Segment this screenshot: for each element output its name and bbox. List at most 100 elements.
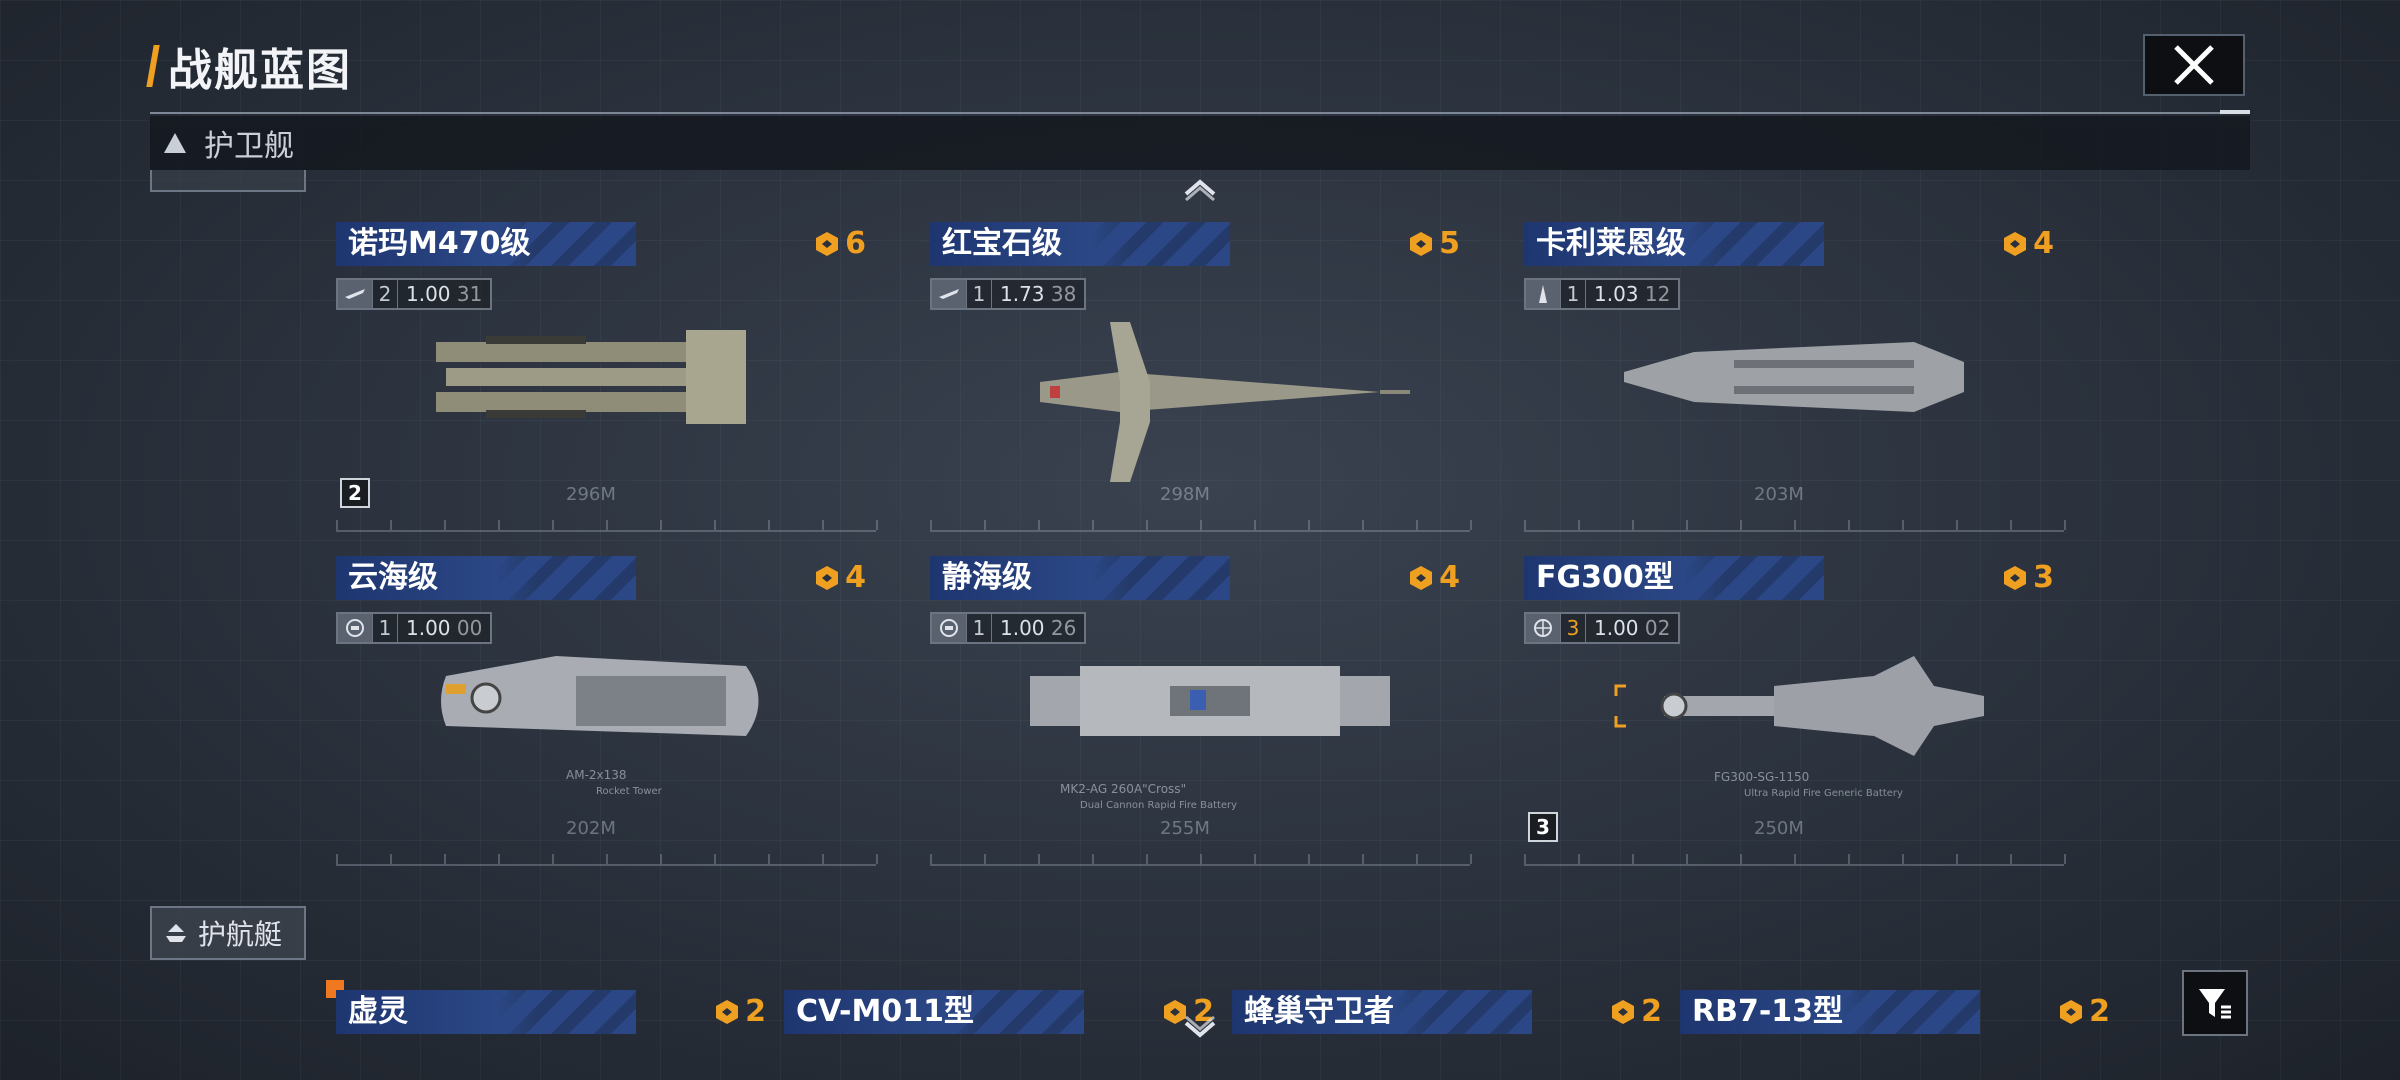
ruler-tick <box>1902 520 1904 530</box>
ship-image <box>1624 342 1964 412</box>
corvette-icon <box>166 924 186 942</box>
ruler-tick <box>930 854 932 864</box>
ship-image <box>1040 322 1410 482</box>
ruler-tick <box>1146 854 1148 864</box>
ship-stats: 3 1.00 02 <box>1524 612 1681 644</box>
ruler-tick <box>1308 854 1310 864</box>
ship-length: 296M <box>566 484 616 505</box>
ruler-tick <box>1578 520 1580 530</box>
ship-card[interactable]: FG300型 3 3 1.00 02 FG300-SG-1150 Ultra R… <box>1524 556 2066 866</box>
weapon-sublabel: Ultra Rapid Fire Generic Battery <box>1744 788 1903 799</box>
side-tab-frigate-peek[interactable] <box>150 170 306 192</box>
ship-image <box>441 656 759 736</box>
ship-stat-value: 1.00 31 <box>397 280 490 308</box>
ruler-tick <box>1254 520 1256 530</box>
card-header <box>1680 990 1980 1034</box>
cost-icon <box>1410 231 1433 256</box>
ruler-tick <box>336 854 338 864</box>
ship-card[interactable]: 静海级 4 1 1.00 26 MK2-AG 260A"Cross" Dual … <box>930 556 1472 866</box>
ship-card[interactable]: 虚灵 2 <box>336 990 776 1060</box>
ship-name: CV-M011型 <box>796 994 974 1029</box>
side-tab-corvette[interactable]: 护航艇 <box>150 906 306 960</box>
ruler-tick <box>984 854 986 864</box>
cost-icon <box>716 999 739 1024</box>
ruler <box>336 850 878 866</box>
ruler-tick <box>1794 520 1796 530</box>
ship-name: 卡利莱恩级 <box>1536 226 1686 261</box>
cost-icon <box>816 231 839 256</box>
ruler-tick <box>984 520 986 530</box>
ship-tier: 1 <box>1560 280 1585 308</box>
close-button[interactable] <box>2143 34 2245 96</box>
ruler-tick <box>1740 520 1742 530</box>
ship-image <box>1030 666 1390 736</box>
ship-name: 云海级 <box>348 560 438 595</box>
cost-icon <box>1410 565 1433 590</box>
ship-card[interactable]: 云海级 4 1 1.00 00 AM-2x138 Rocket Tower 20… <box>336 556 878 866</box>
ruler-tick <box>498 854 500 864</box>
ship-cost: 5 <box>1407 226 1460 261</box>
ship-card[interactable]: CV-M011型 2 <box>784 990 1224 1060</box>
section-label: 护航艇 <box>198 918 283 951</box>
ship-card[interactable]: RB7-13型 2 <box>1680 990 2120 1060</box>
ruler-tick <box>660 520 662 530</box>
ruler-tick <box>444 854 446 864</box>
title-bar: 战舰蓝图 <box>146 38 352 96</box>
support-class-icon <box>932 614 966 642</box>
ruler-tick <box>768 520 770 530</box>
ruler-tick <box>606 520 608 530</box>
ruler-tick <box>498 520 500 530</box>
ship-count-badge: 2 <box>340 478 370 508</box>
ruler-tick <box>1686 520 1688 530</box>
cost-icon <box>2004 231 2027 256</box>
ship-length: 203M <box>1754 484 1804 505</box>
ship-card[interactable]: 卡利莱恩级 4 1 1.03 12 203M <box>1524 222 2066 532</box>
ruler-tick <box>822 520 824 530</box>
ship-cost: 2 <box>713 994 766 1029</box>
scroll-down-icon[interactable] <box>1180 1015 1220 1049</box>
ship-cost: 4 <box>813 560 866 595</box>
ship-stats: 1 1.73 38 <box>930 278 1087 310</box>
filter-button[interactable] <box>2182 970 2248 1036</box>
ship-length: 255M <box>1160 818 1210 839</box>
scroll-up-icon[interactable] <box>1180 172 1220 206</box>
ruler-tick <box>1686 854 1688 864</box>
ship-cost: 3 <box>2001 560 2054 595</box>
ruler-tick <box>876 520 878 530</box>
ruler-tick <box>1416 854 1418 864</box>
ship-card[interactable]: 诺玛M470级 6 2 1.00 31 296M 2 <box>336 222 878 532</box>
ship-cost: 2 <box>1161 994 1214 1029</box>
ruler-tick <box>930 520 932 530</box>
ruler-tick <box>336 520 338 530</box>
ruler-tick <box>1848 520 1850 530</box>
ship-tier: 1 <box>372 614 397 642</box>
ruler-tick <box>1362 520 1364 530</box>
ship-stats: 1 1.00 26 <box>930 612 1087 644</box>
weapon-sublabel: Rocket Tower <box>596 786 662 797</box>
weapon-label: FG300-SG-1150 <box>1714 770 1810 784</box>
ship-length: 202M <box>566 818 616 839</box>
ruler-tick <box>1254 854 1256 864</box>
section-header-frigate[interactable]: 护卫舰 <box>150 116 2250 170</box>
ship-name: 诺玛M470级 <box>348 226 531 261</box>
weapon-label: AM-2x138 <box>566 768 627 782</box>
ruler-tick <box>660 854 662 864</box>
ship-card[interactable]: 红宝石级 5 1 1.73 38 298M <box>930 222 1472 532</box>
ruler-tick <box>1740 854 1742 864</box>
ruler-tick <box>1848 854 1850 864</box>
ruler-tick <box>1524 520 1526 530</box>
header-divider-accent <box>2220 110 2250 114</box>
ship-stat-value: 1.00 00 <box>397 614 490 642</box>
card-header <box>930 222 1230 266</box>
ruler <box>1524 850 2066 866</box>
ruler-tick <box>1308 520 1310 530</box>
globe-class-icon <box>1526 614 1560 642</box>
section-label: 护卫舰 <box>204 129 294 164</box>
ship-name: FG300型 <box>1536 560 1674 595</box>
ruler-tick <box>1200 854 1202 864</box>
ruler-tick <box>552 520 554 530</box>
ruler-tick <box>1956 520 1958 530</box>
ship-card[interactable]: 蜂巢守卫者 2 <box>1232 990 1672 1060</box>
ship-cost: 4 <box>1407 560 1460 595</box>
ship-name: RB7-13型 <box>1692 994 1844 1029</box>
